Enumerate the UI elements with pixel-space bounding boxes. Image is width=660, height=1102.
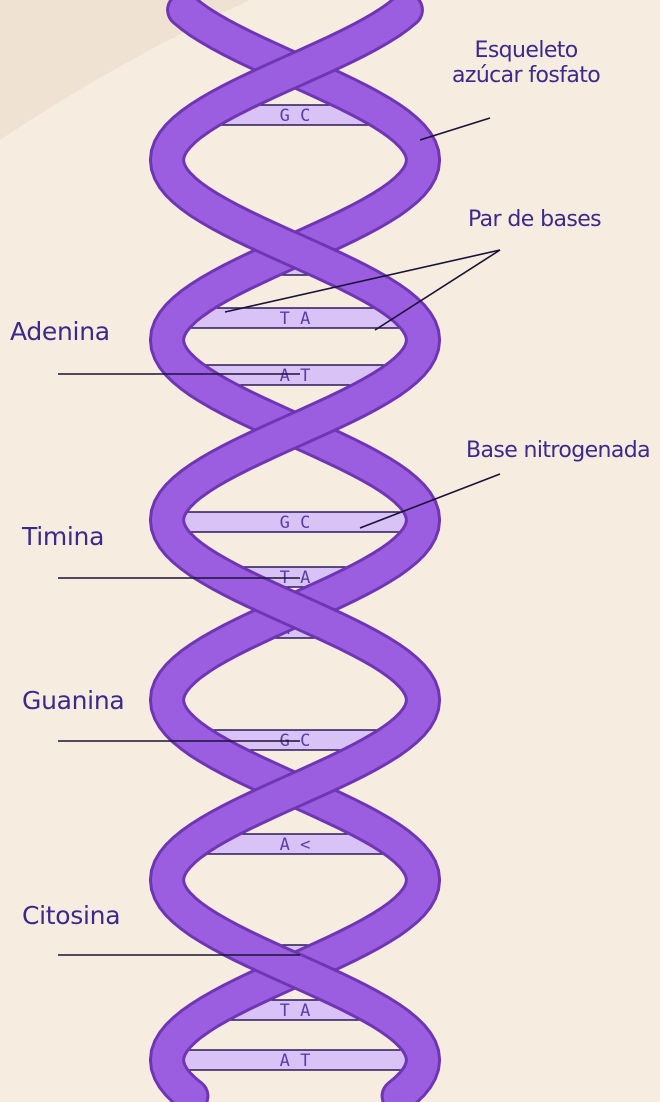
base-pair-letters: A T bbox=[280, 366, 311, 386]
base-pair-label: Par de bases bbox=[468, 207, 601, 232]
guanine-label: Guanina bbox=[22, 687, 124, 716]
backbone-leader bbox=[420, 118, 490, 140]
base-pair-letters: T A bbox=[280, 1001, 311, 1021]
base-pair-rung: G C bbox=[165, 512, 425, 533]
thymine-label: Timina bbox=[22, 523, 104, 552]
base-pair-letters: G C bbox=[280, 513, 311, 533]
base-pair-letters: A T bbox=[280, 1051, 311, 1071]
base-pair-letters: G C bbox=[280, 106, 311, 126]
cytosine-label: Citosina bbox=[22, 902, 120, 931]
nitrogen-base-label: Base nitrogenada bbox=[466, 438, 650, 463]
base-pair-letters: T A bbox=[280, 309, 311, 329]
backbone-label-line-1: Esqueleto bbox=[452, 38, 600, 63]
backbone-label-line-2: azúcar fosfato bbox=[452, 63, 600, 88]
base-pair-rung: A T bbox=[165, 1050, 425, 1071]
base-pair-letters: A < bbox=[280, 835, 311, 855]
sugar-phosphate-strands bbox=[167, 10, 423, 1096]
backbone-label: Esqueleto azúcar fosfato bbox=[452, 38, 600, 89]
adenine-label: Adenina bbox=[10, 318, 110, 347]
